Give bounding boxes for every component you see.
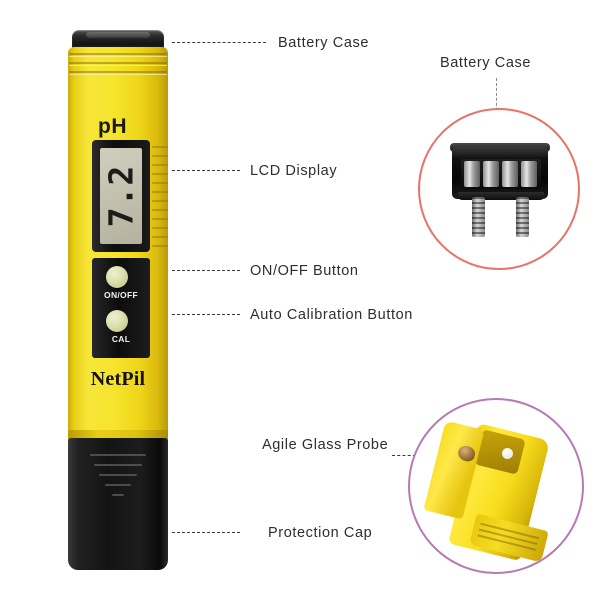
- leader-battery-case: [172, 42, 266, 43]
- ph-marking: pH: [98, 115, 127, 138]
- battery-cell: [502, 161, 518, 187]
- cap-vent: [90, 454, 146, 456]
- ph-meter-illustration: pH 7.2 ON/OFF CAL NetPil: [68, 30, 168, 570]
- callout-glass-probe: Agile Glass Probe: [262, 437, 389, 453]
- reference-junction-dot: [502, 448, 513, 459]
- battery-cell: [464, 161, 480, 187]
- glass-probe-artwork: [420, 418, 580, 563]
- battery-cell: [521, 161, 537, 187]
- cal-button[interactable]: [106, 310, 128, 332]
- body-ridge: [69, 71, 167, 73]
- battery-cap: [72, 30, 164, 50]
- onoff-button[interactable]: [106, 266, 128, 288]
- battery-case-inset: [418, 108, 580, 270]
- body-ridge: [69, 53, 167, 55]
- callout-lcd-display: LCD Display: [250, 163, 338, 179]
- leader-onoff-button: [172, 270, 240, 271]
- lcd-bezel: 7.2: [92, 140, 150, 252]
- grip-ribs: [152, 142, 168, 252]
- inset-label-battery-case: Battery Case: [440, 55, 532, 71]
- protection-cap: [68, 438, 168, 570]
- battery-cell: [483, 161, 499, 187]
- leader-auto-cal-button: [172, 314, 240, 315]
- body-ridge: [69, 62, 167, 64]
- body-ridge-highlight: [69, 65, 167, 66]
- body-ridge-highlight: [69, 56, 167, 57]
- cal-button-label: CAL: [111, 334, 131, 344]
- probe-inset: [408, 398, 584, 574]
- battery-case-artwork: [450, 143, 550, 239]
- cap-vent: [112, 494, 124, 496]
- callout-battery-case: Battery Case: [278, 35, 370, 51]
- battery-contact-leg: [472, 197, 485, 237]
- onoff-button-label: ON/OFF: [104, 290, 138, 300]
- button-panel: ON/OFF CAL: [92, 258, 150, 358]
- battery-lip: [458, 192, 544, 200]
- callout-protection-cap: Protection Cap: [268, 525, 373, 541]
- cap-vent: [94, 464, 142, 466]
- battery-cell-bay: [461, 159, 541, 189]
- battery-contact-leg: [516, 197, 529, 237]
- leader-protection-cap: [172, 532, 240, 533]
- lcd-reading: 7.2: [101, 164, 141, 228]
- leader-lcd-display: [172, 170, 240, 171]
- callout-auto-cal-button: Auto Calibration Button: [250, 307, 413, 323]
- battery-shell: [452, 147, 548, 200]
- brand-name: NetPil: [90, 368, 146, 390]
- lcd-display: 7.2: [100, 148, 142, 244]
- callout-onoff-button: ON/OFF Button: [250, 263, 359, 279]
- body-ridge-highlight: [69, 74, 167, 75]
- cap-vent: [99, 474, 137, 476]
- battery-cap-inner: [86, 32, 150, 38]
- cap-vent: [105, 484, 131, 486]
